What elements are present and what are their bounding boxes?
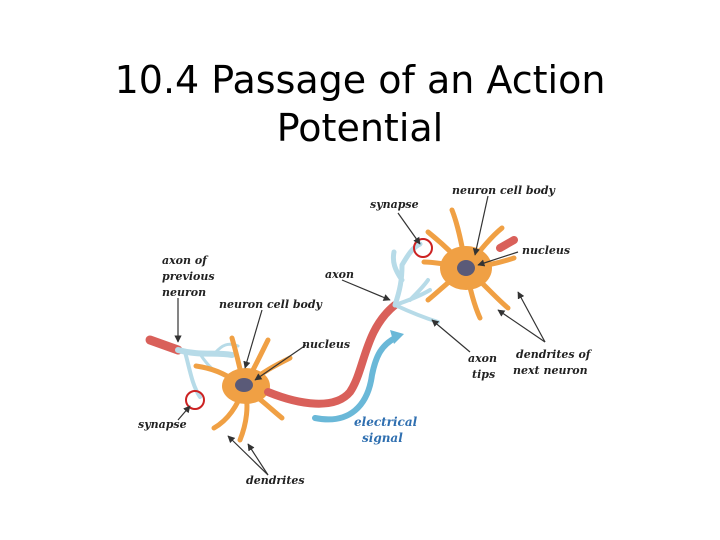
main-axon bbox=[264, 301, 399, 408]
label-axon-tips-1: axon bbox=[468, 352, 497, 365]
next-neuron-dendrite bbox=[496, 236, 518, 252]
label-neuron-cell-body-left: neuron cell body bbox=[219, 298, 324, 311]
label-axon-previous-1: axon of bbox=[162, 254, 209, 267]
label-synapse-top: synapse bbox=[370, 198, 419, 211]
label-electrical-signal-2: signal bbox=[362, 431, 403, 445]
label-axon-previous-2: previous bbox=[162, 270, 215, 283]
label-synapse-bottom: synapse bbox=[138, 418, 187, 431]
synapse-circle-top bbox=[413, 238, 433, 258]
axon-tips bbox=[390, 241, 440, 324]
label-dendrites-next-1: dendrites of bbox=[516, 348, 593, 361]
label-axon-tips-2: tips bbox=[472, 368, 495, 381]
pointer-lines bbox=[174, 195, 546, 476]
label-axon-previous-3: neuron bbox=[162, 286, 206, 299]
left-nucleus bbox=[235, 378, 253, 392]
electrical-signal-arrow bbox=[312, 330, 404, 423]
label-axon: axon bbox=[325, 268, 354, 281]
right-nucleus bbox=[457, 260, 475, 276]
title-line-2: Potential bbox=[276, 106, 444, 150]
synapse-circle-bottom bbox=[185, 390, 205, 410]
label-nucleus-top: nucleus bbox=[522, 244, 570, 257]
label-dendrites: dendrites bbox=[246, 474, 305, 487]
label-neuron-cell-body-top: neuron cell body bbox=[452, 184, 557, 197]
right-neuron bbox=[421, 207, 517, 321]
slide-title: 10.4 Passage of an Action Potential bbox=[0, 56, 720, 152]
label-electrical-signal-1: electrical bbox=[354, 415, 418, 429]
title-line-1: 10.4 Passage of an Action bbox=[114, 58, 606, 102]
label-nucleus-left: nucleus bbox=[302, 338, 350, 351]
left-neuron bbox=[193, 335, 293, 443]
label-dendrites-next-2: next neuron bbox=[513, 364, 588, 377]
